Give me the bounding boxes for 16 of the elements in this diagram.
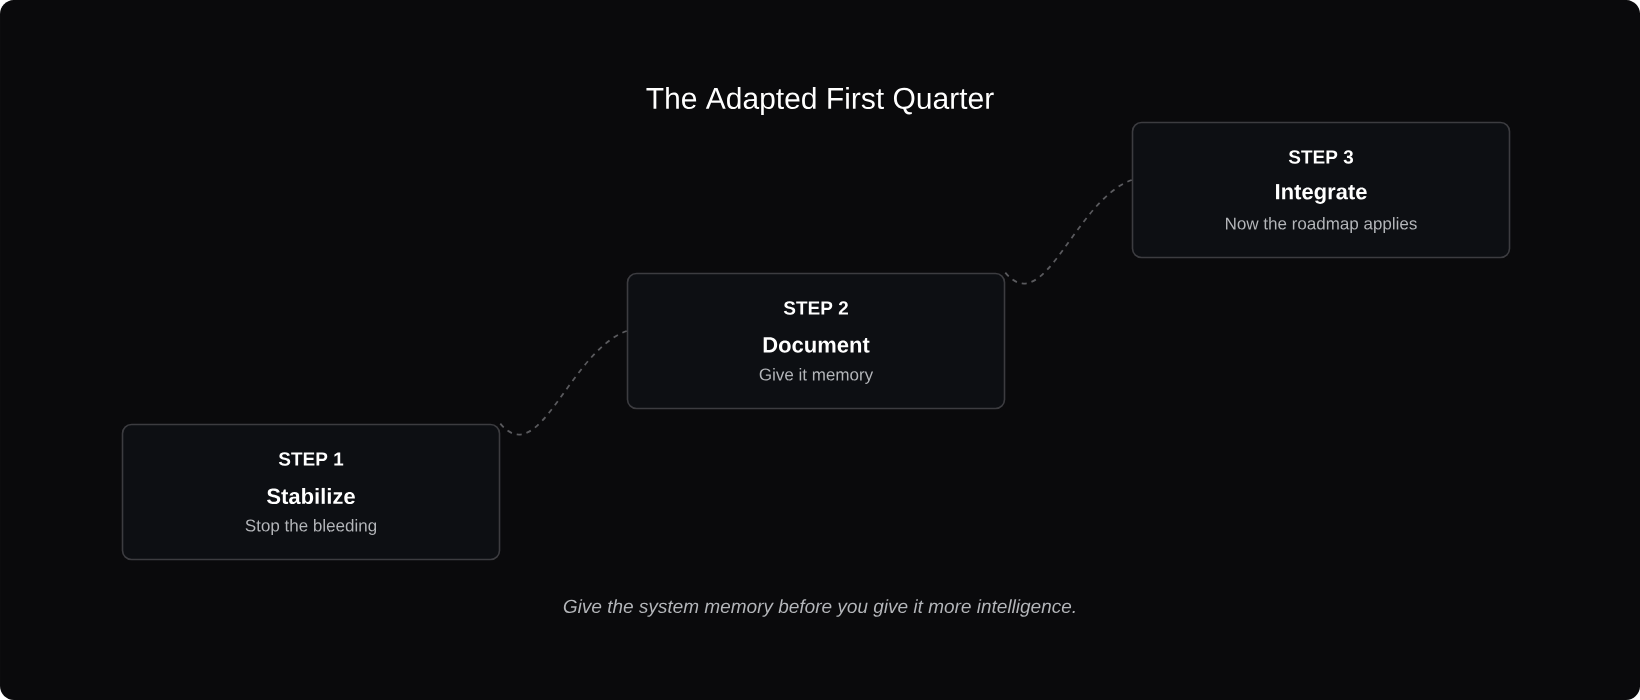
step-title: Integrate [1276,184,1367,204]
step-title: Document [763,337,870,353]
dashed-connector [499,330,628,436]
dashed-connector [1004,179,1133,285]
step-card [121,423,501,561]
step-title: Stabilize [267,487,355,505]
step-description: Stop the bleeding [245,519,377,535]
step-description: Give it memory [759,368,874,384]
step-label: STEP 1 [278,452,344,466]
step-label: STEP 2 [783,301,848,315]
step-card [626,272,1006,410]
caption: Give the system memory before you give it more intelligence. [563,599,1075,617]
title: The Adapted First Quarter [646,87,994,115]
step-description: Now the roadmap applies [1226,217,1417,233]
step-card [1131,121,1511,259]
step-label: STEP 3 [1288,150,1354,164]
